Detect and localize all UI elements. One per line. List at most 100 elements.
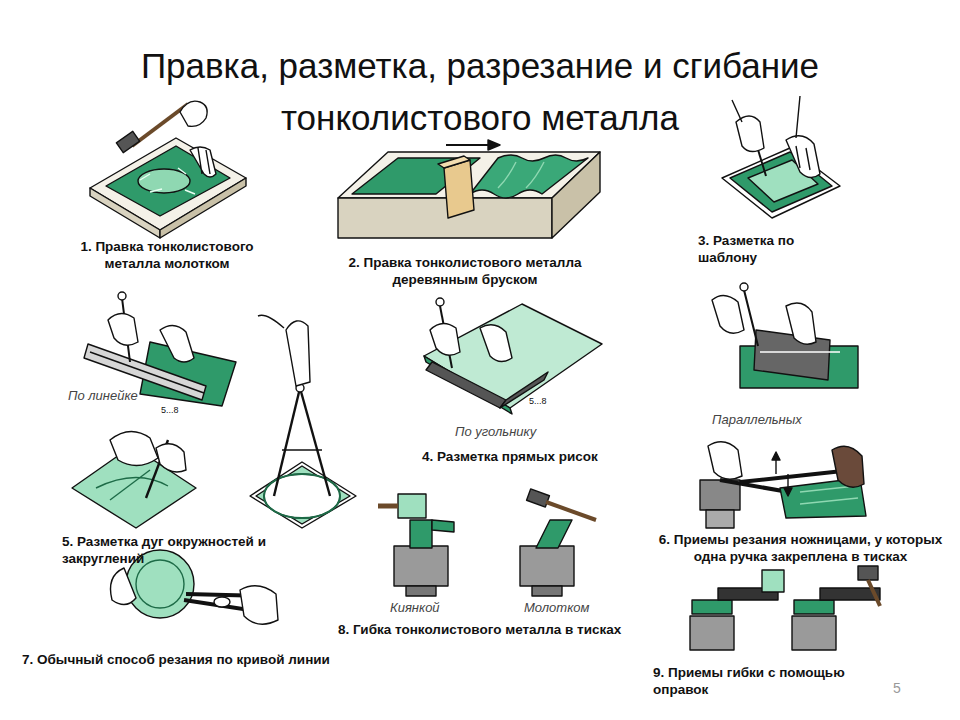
scissors-cutting-part (784, 488, 792, 496)
parallel-marking-part (754, 330, 830, 380)
arc-marking (72, 431, 196, 528)
vise-bending-part (398, 494, 426, 518)
mandrel-bending-part (762, 570, 784, 592)
step-caption: 5. Разметка дуг окружностей и закруглени… (62, 533, 337, 567)
curve-cutting-part (240, 586, 278, 624)
scissors-cutting-part (700, 480, 740, 510)
step-caption: 7. Обычный способ резания по кривой лини… (22, 651, 342, 668)
vise-bending-part (527, 489, 550, 507)
compass-circle-part (282, 449, 322, 450)
scissors-cutting-part (708, 442, 742, 479)
dimension-label: 5...8 (160, 405, 180, 415)
hammer-straightening-part (90, 138, 246, 230)
compass-circle-part (300, 388, 330, 496)
block-straightening-part (470, 155, 588, 198)
template-marking-part (786, 136, 820, 178)
scissors-cutting-part (832, 446, 864, 487)
block-straightening-part (498, 162, 544, 188)
scissors-cutting-part (772, 452, 780, 460)
compass-circle-part (256, 466, 350, 524)
hammer-straightening-part (106, 146, 230, 216)
block-straightening-part (438, 156, 470, 168)
mandrel-bending-part (690, 616, 734, 650)
hammer-straightening-part (138, 169, 190, 193)
vise-bending-part (378, 504, 398, 509)
block-straightening-part (446, 144, 488, 146)
arc-marking-part (110, 431, 158, 465)
hammer-straightening-part (180, 101, 207, 126)
scissors-cutting-part (740, 470, 852, 482)
block-straightening-part (444, 160, 474, 218)
template-marking-part (732, 96, 800, 138)
square-marking-part (436, 298, 444, 306)
mandrel-bending-part (868, 580, 880, 606)
vise-bending-part (546, 502, 596, 520)
scissors-cutting-part (775, 460, 776, 474)
compass-circle-part (264, 474, 340, 518)
mandrel-bending-part (794, 600, 834, 614)
curve-cutting-part (136, 560, 184, 608)
compass-circle-part (258, 315, 310, 386)
vise-bending-part (410, 520, 432, 548)
parallel-marking (712, 283, 858, 388)
square-marking (424, 298, 602, 414)
step-caption: 9. Приемы гибки с помощью оправок (653, 664, 903, 698)
step-caption: 4. Разметка прямых рисок (422, 448, 612, 465)
mandrel-bending (690, 566, 880, 650)
square-marking-part (424, 304, 602, 408)
mandrel-bending-part (858, 566, 878, 580)
arc-marking-part (156, 444, 186, 472)
scissors-cutting-part (800, 486, 858, 504)
step-caption: 1. Правка тонколистового металла молотко… (78, 238, 256, 272)
compass-circle (250, 315, 356, 528)
template-marking-part (722, 148, 840, 218)
block-straightening-part (338, 198, 552, 238)
hammer-straightening-part (190, 147, 216, 177)
vise-bending-part (520, 546, 574, 586)
vise-bending (378, 489, 596, 596)
compass-circle-part (274, 388, 300, 496)
square-marking-part (480, 325, 512, 362)
method-label: По линейке (68, 388, 138, 404)
dimension-label: 5...8 (528, 396, 548, 406)
block-straightening-part (488, 140, 500, 150)
method-label: Киянкой (390, 600, 470, 616)
vise-bending-part (532, 586, 562, 596)
method-label: Молотком (524, 600, 614, 616)
method-label: По угольнику (455, 424, 565, 440)
parallel-marking-part (786, 303, 816, 344)
square-marking-part (426, 362, 506, 408)
mandrel-bending-part (692, 600, 732, 614)
illustration-part (72, 96, 880, 650)
compass-circle-part (264, 474, 340, 518)
square-marking-part (430, 323, 460, 355)
template-marking-part (736, 116, 764, 152)
compass-circle-part (250, 462, 356, 528)
square-marking-part (424, 356, 512, 414)
parallel-marking-part (760, 351, 840, 352)
scissors-cutting-part (787, 474, 788, 488)
hammer-straightening-part (132, 104, 188, 146)
block-straightening (338, 140, 600, 238)
vise-bending-part (394, 546, 448, 586)
ruler-marking-part (108, 313, 138, 345)
curve-cutting-part (111, 568, 137, 605)
vise-bending-part (536, 520, 572, 548)
hammer-straightening-part (116, 131, 139, 152)
slide-title: Правка, разметка, разрезание и сгибание … (50, 40, 910, 144)
parallel-marking-part (744, 290, 758, 346)
parallel-marking-part (740, 283, 748, 291)
ruler-marking-part (118, 292, 126, 300)
square-marking-part (500, 372, 548, 408)
hammer-straightening-part (140, 168, 195, 194)
page-number: 5 (893, 680, 923, 696)
parallel-marking-part (712, 295, 744, 333)
hammer-straightening (90, 101, 246, 238)
curve-cutting-part (214, 597, 230, 607)
step-caption: 3. Разметка по шаблону (698, 232, 848, 266)
scissors-cutting (700, 442, 866, 528)
template-marking (722, 96, 840, 218)
arc-marking-part (110, 470, 150, 500)
method-label: Параллельных (712, 412, 842, 428)
mandrel-bending-part (792, 616, 836, 650)
